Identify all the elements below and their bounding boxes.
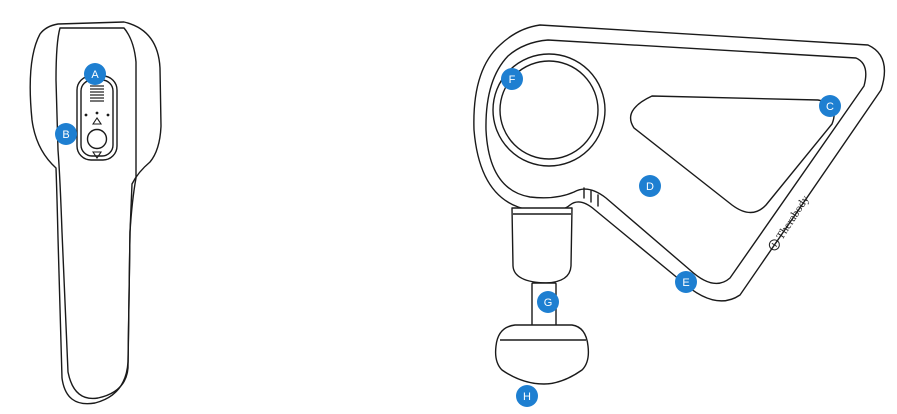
brand-wordmark: Therabody bbox=[768, 193, 812, 251]
scroll-wheel bbox=[90, 85, 104, 102]
callout-A: A bbox=[84, 63, 106, 85]
callout-B: B bbox=[55, 123, 77, 145]
callout-H: H bbox=[516, 385, 538, 407]
brand-wordmark-text: Therabody bbox=[775, 193, 812, 242]
svg-text:C: C bbox=[826, 101, 834, 113]
svg-text:H: H bbox=[523, 391, 531, 403]
attachment-head bbox=[494, 324, 590, 385]
arrow-down-icon bbox=[91, 151, 103, 159]
therabody-logo-icon bbox=[768, 239, 780, 251]
power-button bbox=[86, 128, 108, 150]
arrow-up-icon bbox=[91, 117, 103, 125]
svg-text:G: G bbox=[544, 297, 553, 309]
callout-C: C bbox=[819, 95, 841, 117]
svg-text:F: F bbox=[509, 74, 516, 86]
svg-text:E: E bbox=[682, 277, 689, 289]
speed-indicator-dots bbox=[84, 111, 110, 117]
callout-G: G bbox=[537, 291, 559, 313]
svg-text:A: A bbox=[91, 69, 99, 81]
svg-text:D: D bbox=[646, 181, 654, 193]
callout-F: F bbox=[501, 68, 523, 90]
callout-E: E bbox=[675, 271, 697, 293]
callout-D: D bbox=[639, 175, 661, 197]
svg-text:B: B bbox=[62, 129, 69, 141]
